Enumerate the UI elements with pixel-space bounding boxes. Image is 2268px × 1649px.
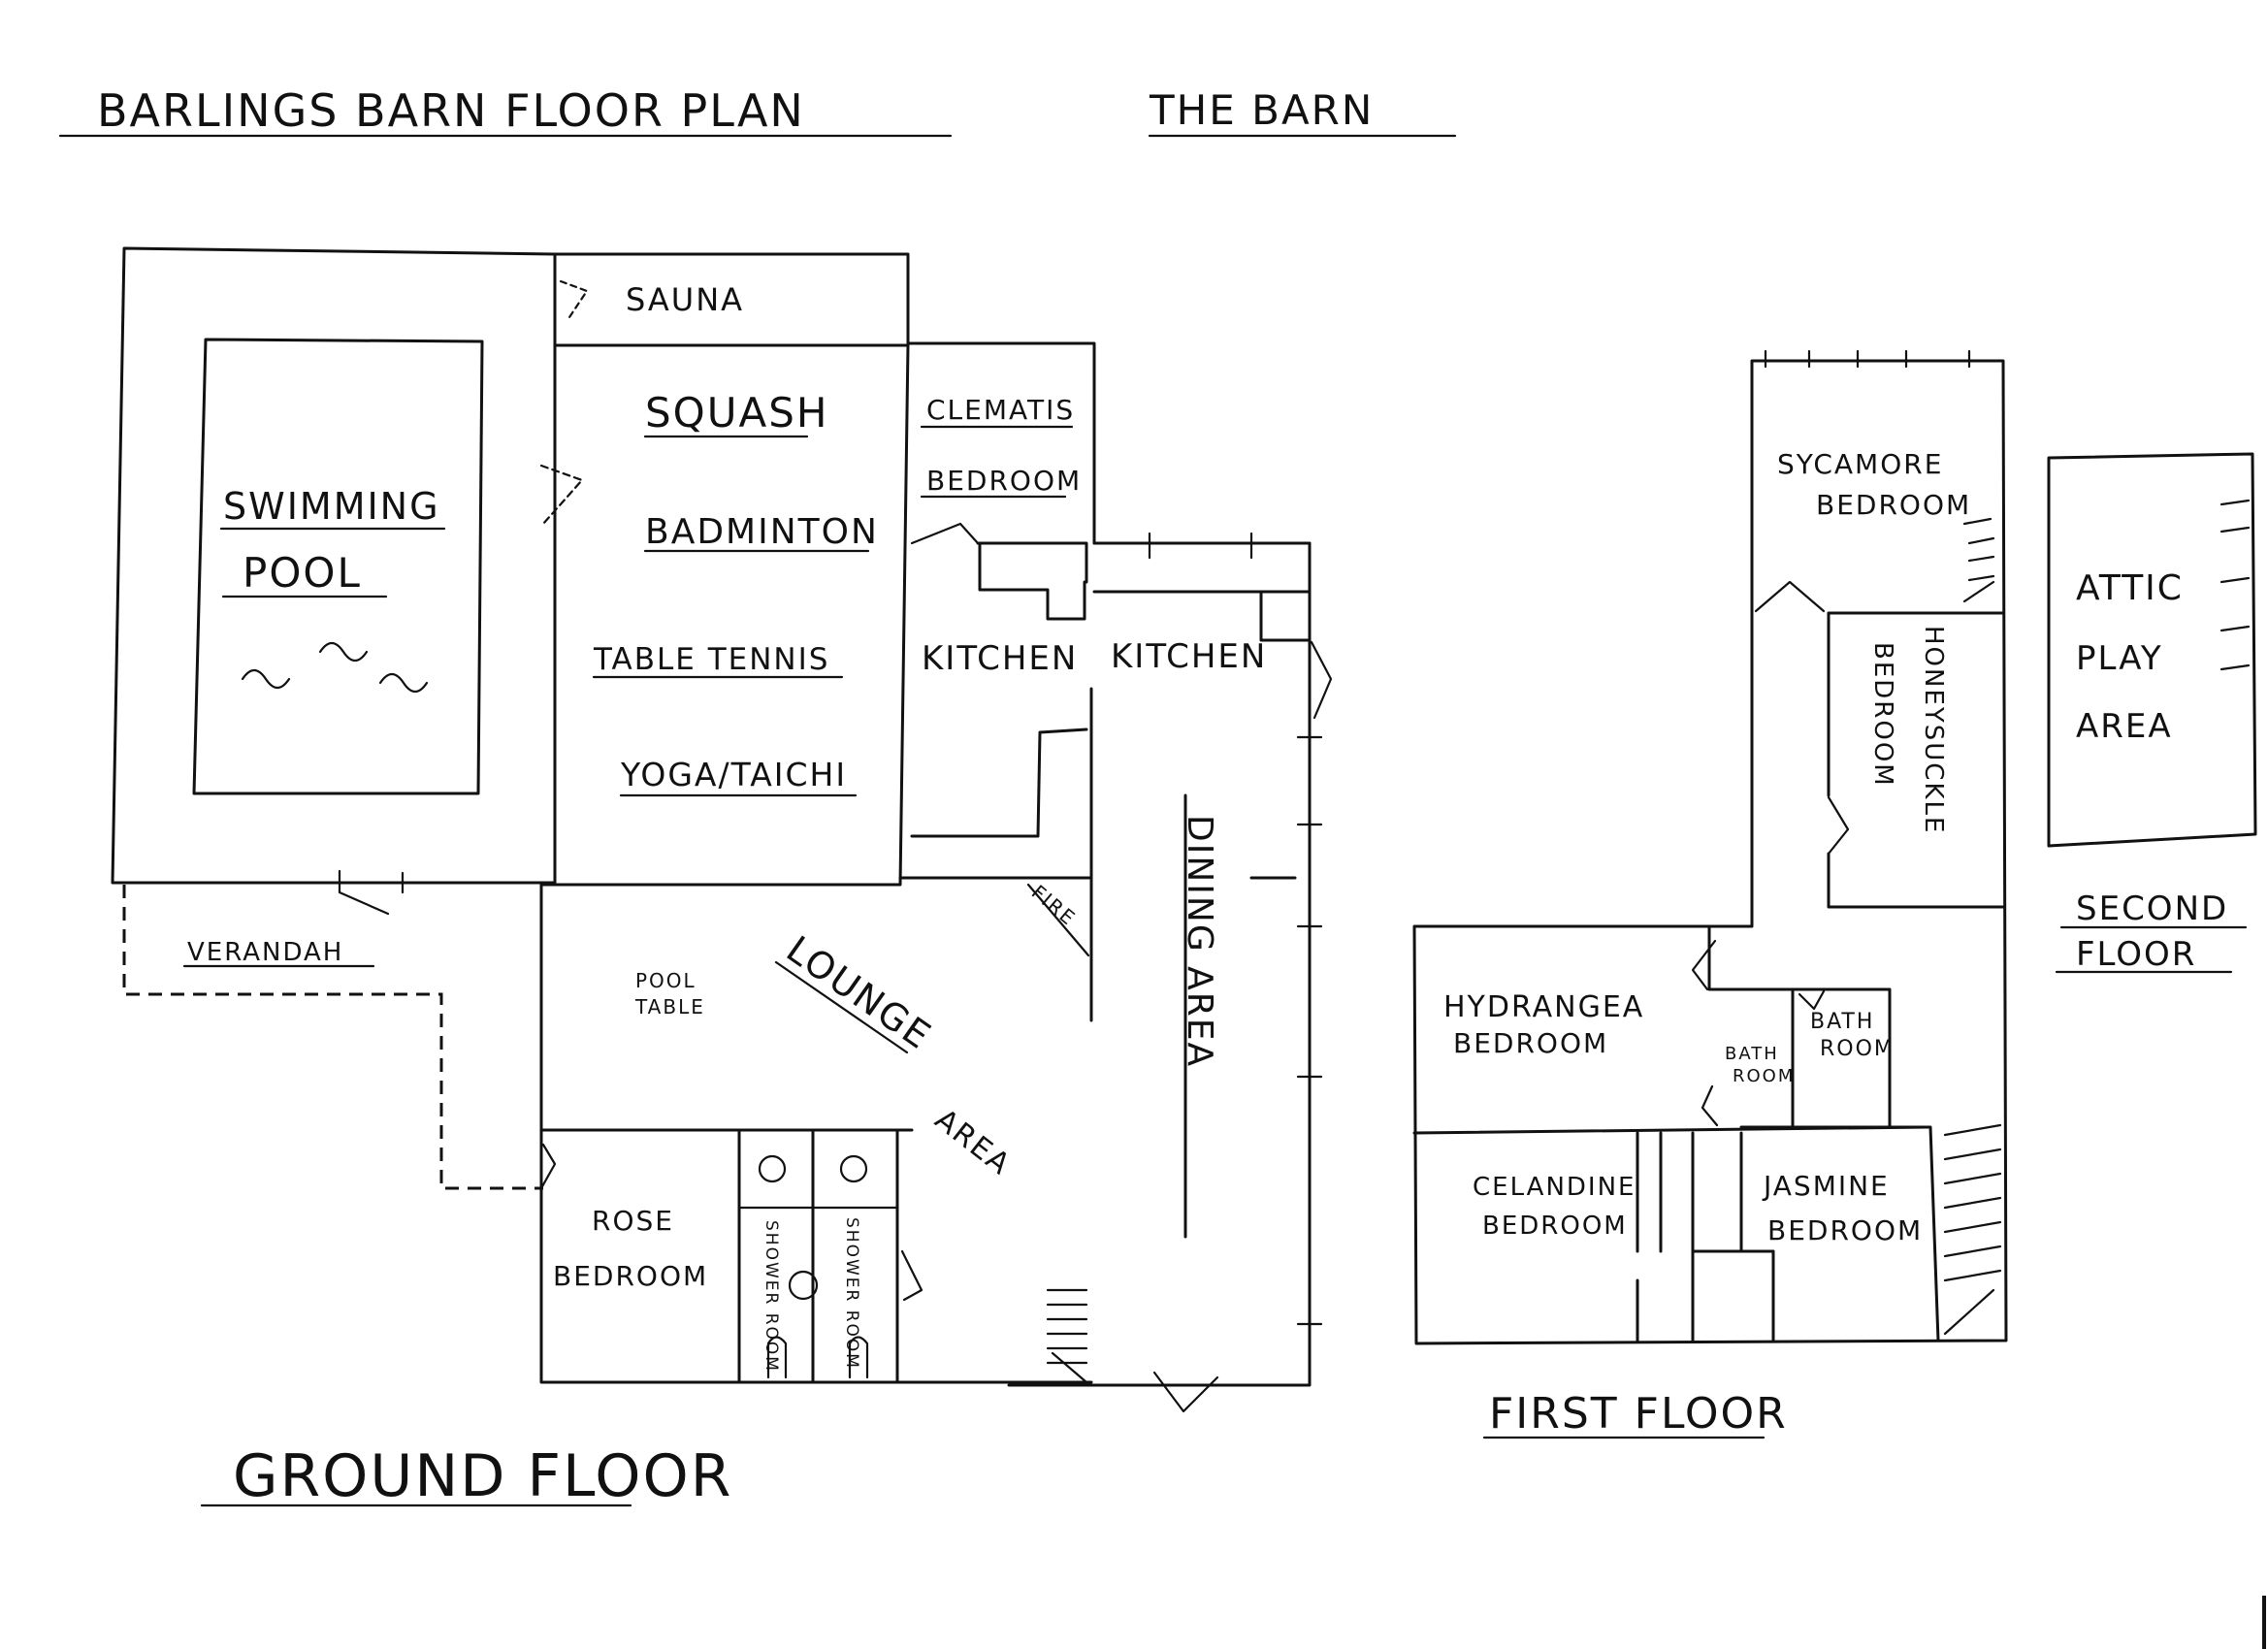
pool-table-label-2: TABLE	[634, 995, 705, 1018]
sauna-label: SAUNA	[626, 281, 744, 318]
plan-subtitle: THE BARN	[1149, 86, 1374, 134]
swimming-label: SWIMMING	[223, 485, 440, 528]
ground-floor-label: GROUND FLOOR	[233, 1442, 732, 1510]
kitchen-label-1: KITCHEN	[922, 639, 1078, 678]
hydrangea-bedroom-label: BEDROOM	[1453, 1027, 1608, 1059]
attic-wall	[2047, 452, 2257, 848]
toilet-icon	[848, 1336, 869, 1379]
door-swing	[338, 869, 405, 916]
lounge-west-wall	[539, 883, 1093, 1384]
jasmine-wall	[1739, 1125, 1940, 1342]
play-label: PLAY	[2076, 639, 2163, 678]
label-underline	[774, 960, 909, 1054]
honeysuckle-label: HONEYSUCKLE	[1919, 626, 1948, 834]
light-icon	[758, 1154, 787, 1183]
sycamore-bedroom-label: BEDROOM	[1816, 489, 1971, 521]
ground-stairs	[1046, 1288, 1088, 1384]
light-icon	[839, 1154, 868, 1183]
first-floor-label: FIRST FLOOR	[1489, 1389, 1788, 1439]
attic-stairs	[2219, 499, 2251, 671]
door-swing	[539, 1143, 557, 1190]
water-wave	[318, 641, 369, 663]
door-swing	[1701, 1084, 1719, 1127]
ground-floor-plan: SAUNA SWIMMING POOL SQUASH BADMINTON TAB…	[111, 246, 1333, 1510]
honeysuckle-bedroom-label: BEDROOM	[1868, 642, 1897, 788]
badminton-label: BADMINTON	[645, 512, 879, 552]
kitchen-counter	[910, 728, 1088, 838]
pool-hall-wall	[111, 246, 557, 885]
door-swing	[910, 522, 980, 545]
shower-room-walls	[737, 1128, 899, 1384]
bath-label-2: ROOM	[1820, 1037, 1895, 1061]
door-swing	[559, 279, 589, 322]
swimming-pool-basin	[192, 338, 484, 795]
water-wave	[378, 672, 429, 694]
clematis-label: CLEMATIS	[926, 394, 1075, 426]
water-wave	[241, 668, 291, 690]
hydrangea-label: HYDRANGEA	[1443, 990, 1644, 1024]
second-floor-label-1: SECOND	[2076, 889, 2228, 928]
table-tennis-label: TABLE TENNIS	[593, 642, 829, 677]
second-floor-plan: ATTIC PLAY AREA SECOND FLOOR	[2047, 452, 2257, 974]
corridor-walls	[1636, 1131, 1743, 1342]
fire-hearth	[1026, 883, 1090, 957]
door-swing	[1310, 640, 1333, 720]
attic-label: ATTIC	[2076, 568, 2184, 608]
clematis-bedroom-label: BEDROOM	[926, 465, 1082, 497]
first-floor-stairs	[1943, 1123, 2002, 1336]
kitchen-label-2: KITCHEN	[1111, 637, 1267, 676]
clematis-wall	[906, 341, 1096, 545]
squash-label: SQUASH	[645, 389, 828, 436]
sports-hall-wall	[539, 343, 910, 887]
toilet-icon	[766, 1336, 788, 1379]
door-swing	[1798, 989, 1826, 1011]
rose-bedroom-label: BEDROOM	[553, 1260, 708, 1292]
door-swing	[900, 1249, 923, 1302]
shower-room-label-2: SHOWER ROOM	[842, 1217, 861, 1370]
clematis-ensuite-wall	[978, 541, 1086, 621]
verandah-outline	[122, 885, 543, 1190]
first-floor-stairs-top	[1962, 517, 1995, 603]
small-bath-label-1: BATH	[1725, 1044, 1779, 1064]
door-swing	[539, 464, 584, 526]
header: BARLINGS BARN FLOOR PLAN THE BARN	[58, 84, 1457, 138]
bath-label-1: BATH	[1810, 1010, 1874, 1034]
dining-area-label: DINING AREA	[1180, 815, 1219, 1068]
lounge-label: LOUNGE	[779, 927, 940, 1057]
first-floor-plan: SYCAMORE BEDROOM HONEYSUCKLE BEDROOM HYD…	[1412, 349, 2008, 1439]
rose-label: ROSE	[592, 1205, 674, 1237]
verandah-label: VERANDAH	[187, 938, 343, 967]
area-label-attic: AREA	[2076, 707, 2173, 746]
door-swing	[1754, 580, 1826, 613]
fire-label: FIRE	[1027, 880, 1081, 930]
jasmine-label: JASMINE	[1762, 1170, 1890, 1202]
door-swing	[1691, 939, 1717, 991]
celandine-bedroom-label: BEDROOM	[1482, 1212, 1628, 1241]
celandine-label: CELANDINE	[1473, 1173, 1636, 1202]
door-swing	[1827, 795, 1850, 856]
jasmine-bedroom-label: BEDROOM	[1767, 1214, 1923, 1246]
honeysuckle-wall	[1827, 611, 2005, 909]
sycamore-label: SYCAMORE	[1777, 448, 1943, 480]
drain-icon	[788, 1270, 819, 1301]
small-bath-label-2: ROOM	[1733, 1066, 1795, 1086]
pool-table-label-1: POOL	[635, 969, 697, 992]
clematis-partition	[976, 541, 1088, 584]
bathroom-wall	[1707, 924, 1892, 1129]
yoga-label: YOGA/TAICHI	[620, 756, 847, 793]
area-label: AREA	[928, 1103, 1018, 1182]
second-floor-label-2: FLOOR	[2076, 935, 2196, 974]
pool-label: POOL	[243, 549, 362, 597]
first-floor-outer-wall	[1412, 359, 2008, 1345]
plan-title: BARLINGS BARN FLOOR PLAN	[97, 84, 805, 137]
door-swing	[1152, 1371, 1219, 1413]
shower-room-label-1: SHOWER ROOM	[761, 1220, 781, 1373]
kitchen-wall	[1092, 541, 1312, 642]
